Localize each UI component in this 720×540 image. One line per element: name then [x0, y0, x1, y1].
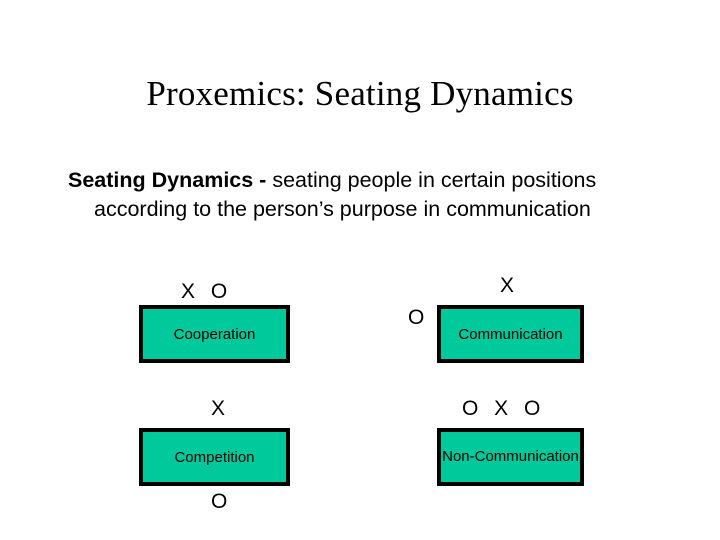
- seat-markers-competition-bottom: O: [211, 490, 233, 513]
- seat-markers-communication-left: O: [408, 306, 430, 329]
- seat-markers-communication-top: X: [500, 274, 520, 297]
- body-lead-term: Seating Dynamics -: [68, 168, 273, 192]
- seat-markers-cooperation-top: X O: [181, 280, 233, 303]
- box-communication[interactable]: Communication: [437, 305, 584, 363]
- box-competition[interactable]: Competition: [139, 428, 290, 486]
- seat-markers-non-communication-top: O X O: [462, 397, 546, 420]
- box-cooperation[interactable]: Cooperation: [139, 305, 290, 363]
- body-text-block: Seating Dynamics - seating people in cer…: [68, 166, 680, 224]
- body-definition: seating people in certain positions acco…: [94, 168, 597, 221]
- box-non-communication[interactable]: Non-Communication: [437, 428, 584, 486]
- seat-markers-competition-top: X: [211, 397, 231, 420]
- page-title: Proxemics: Seating Dynamics: [146, 74, 574, 113]
- body-paragraph: Seating Dynamics - seating people in cer…: [68, 166, 680, 224]
